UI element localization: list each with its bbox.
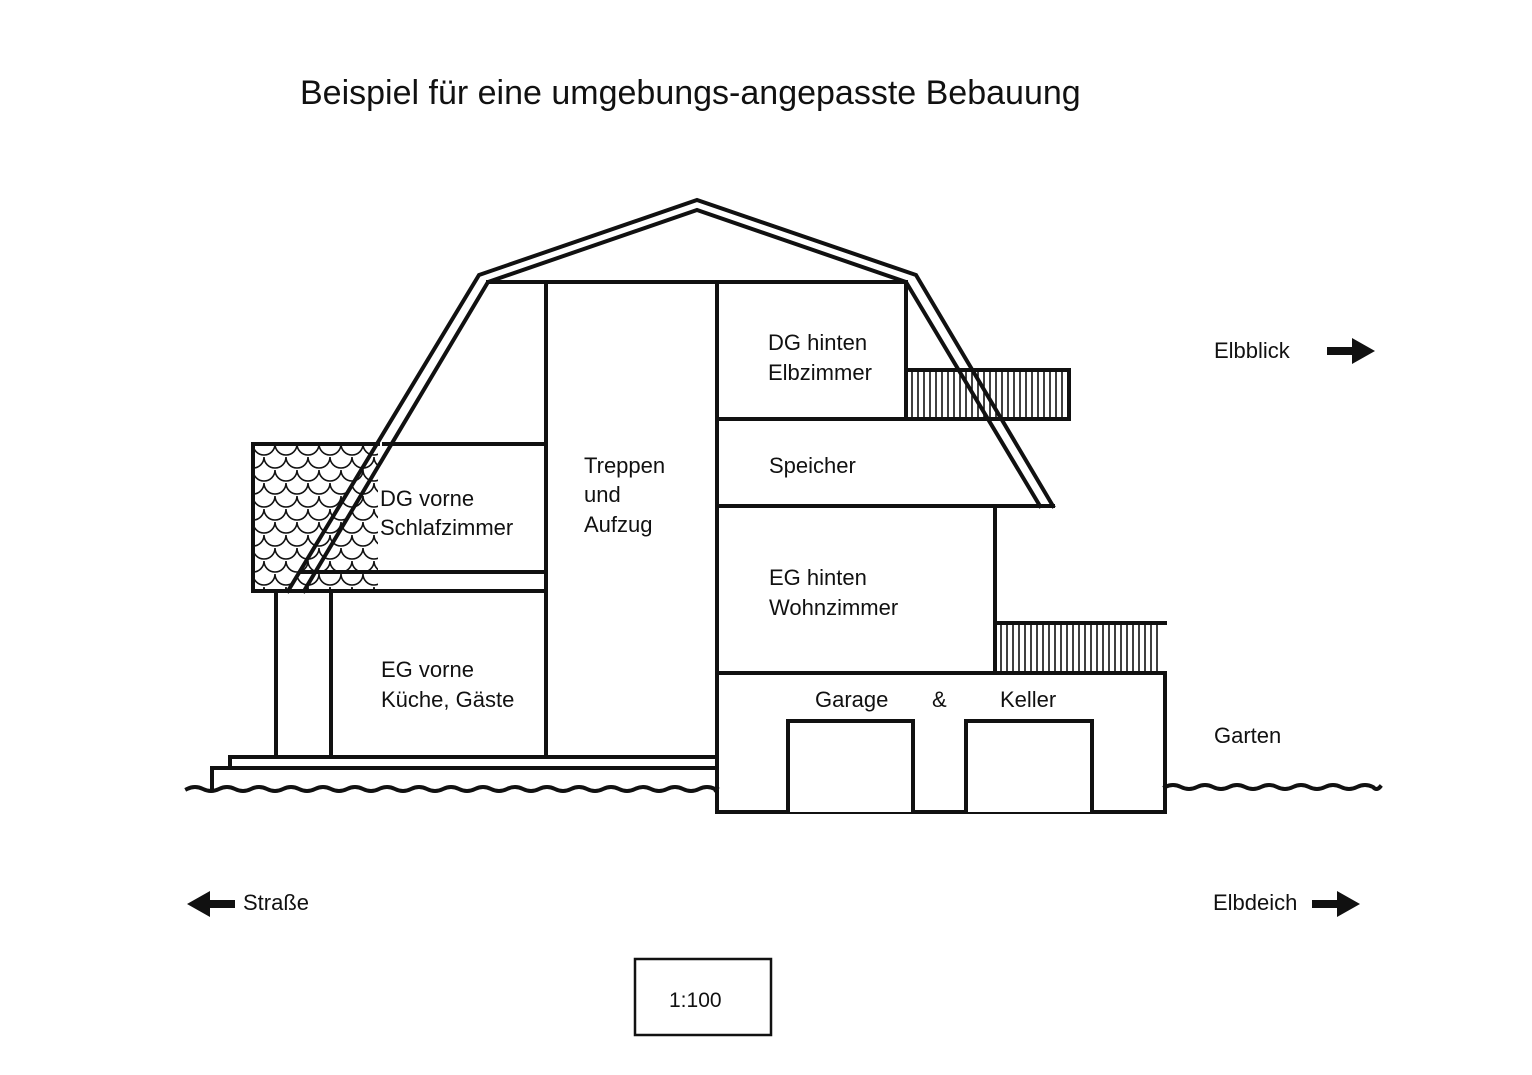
room-ampersand-label: &	[932, 687, 947, 712]
room-garage-label: Garage	[815, 687, 888, 712]
room-eg-vorne-label: EG vorne Küche, Gäste	[381, 657, 514, 712]
arrow-left-icon	[187, 891, 235, 917]
direction-labels: Elbblick Garten Straße Elbdeich	[187, 338, 1375, 917]
room-treppe-label: Treppen und Aufzug	[584, 453, 671, 537]
room-speicher-label: Speicher	[769, 453, 856, 478]
ground-and-steps	[184, 755, 1383, 793]
direction-garten-label: Garten	[1214, 723, 1281, 748]
garage-cellar-block	[715, 671, 1167, 814]
direction-strasse-label: Straße	[243, 890, 309, 915]
garage-door-right	[964, 719, 1094, 812]
terrace-railing-lower	[993, 621, 1167, 672]
room-dg-hinten-label: DG hinten Elbzimmer	[768, 330, 873, 385]
room-dg-vorne-label: DG vorne Schlafzimmer	[380, 486, 513, 540]
garage-door-left	[786, 719, 915, 812]
balcony-railing-upper	[904, 368, 1071, 421]
interior-walls	[274, 280, 1070, 814]
room-eg-hinten-label: EG hinten Wohnzimmer	[769, 565, 898, 620]
front-bay-walls	[251, 442, 548, 593]
room-keller-label: Keller	[1000, 687, 1056, 712]
direction-elbblick-label: Elbblick	[1214, 338, 1291, 363]
scale-label: 1:100	[669, 989, 722, 1012]
roof-tile-cladding	[253, 444, 378, 591]
room-labels: DG vorne Schlafzimmer EG vorne Küche, Gä…	[380, 330, 1056, 712]
diagram-title: Beispiel für eine umgebungs-angepasste B…	[300, 74, 1081, 112]
arrow-right-icon	[1327, 338, 1375, 364]
arrow-right-icon	[1312, 891, 1360, 917]
direction-elbdeich-label: Elbdeich	[1213, 890, 1297, 915]
scale-box: 1:100	[633, 957, 773, 1037]
